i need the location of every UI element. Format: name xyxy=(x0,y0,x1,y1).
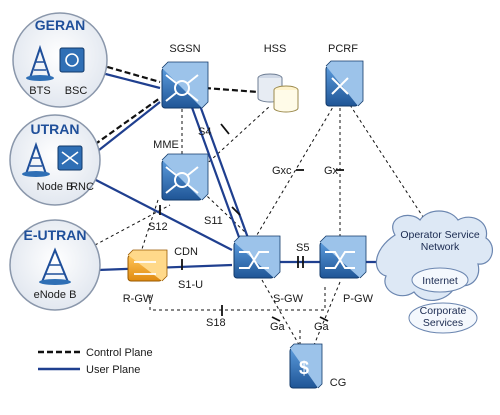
mme-label: MME xyxy=(153,139,179,151)
rnc-icon xyxy=(57,145,83,171)
sgsn-label: SGSN xyxy=(169,43,200,55)
link-mme-hss-control xyxy=(199,105,271,171)
cg-node: $ CG xyxy=(289,343,347,389)
rnc-label: RNC xyxy=(70,181,94,193)
link-sgw-pcrf-gxc xyxy=(247,106,334,251)
link-utran-sgw-user xyxy=(91,177,233,251)
operator-cloud: Operator Service Network Internet Corpor… xyxy=(375,210,494,334)
sgsn-node: SGSN xyxy=(161,43,209,109)
tick-ga-pgw xyxy=(319,316,329,322)
sgw-label: S-GW xyxy=(273,293,304,305)
tick-s11 xyxy=(231,206,241,216)
s1u-label: S1-U xyxy=(178,279,203,291)
rgw-node: R-GW CDN xyxy=(123,246,198,305)
nodeb-rnc-label: Node B xyxy=(37,181,74,193)
link-sgsn-sgw-user xyxy=(188,101,242,241)
s5-label: S5 xyxy=(296,242,309,254)
enodeb-icon xyxy=(39,247,71,285)
utran-group: UTRAN Node B RNC xyxy=(9,114,101,206)
enodeb-label: eNode B xyxy=(34,289,77,301)
rgw-label: R-GW xyxy=(123,293,154,305)
mme-node: MME xyxy=(153,139,209,201)
utran-title: UTRAN xyxy=(31,121,80,137)
interface-labels: S4 S11 S12 S1-U S5 S18 Gxc Gx Ga Ga xyxy=(148,126,339,333)
bsc-label: BSC xyxy=(65,85,88,97)
cg-label: CG xyxy=(330,377,347,389)
utran-circle xyxy=(9,114,101,206)
hss-node: HSS xyxy=(257,43,299,113)
hss-label: HSS xyxy=(264,43,287,55)
corporate-label-line1: Corporate xyxy=(420,305,467,317)
nodeb-icon xyxy=(22,141,50,177)
pcrf-node: PCRF xyxy=(325,43,364,107)
bts-label: BTS xyxy=(29,85,50,97)
geran-title: GERAN xyxy=(35,17,86,33)
s18-label: S18 xyxy=(206,317,226,329)
operator-label-line1: Operator Service xyxy=(400,229,480,241)
eutran-title: E-UTRAN xyxy=(24,227,87,243)
pgw-label: P-GW xyxy=(343,293,374,305)
dollar-icon: $ xyxy=(299,358,309,378)
pcrf-label: PCRF xyxy=(328,43,358,55)
link-pcrf-operator xyxy=(349,104,426,221)
link-rgw-pgw-s18 xyxy=(149,285,326,311)
legend: Control Plane User Plane xyxy=(38,347,153,376)
corporate-bubble xyxy=(408,302,478,334)
ga-sgw-label: Ga xyxy=(270,321,286,333)
link-mme-rgw xyxy=(139,199,159,256)
link-pgw-cg-ga xyxy=(311,281,341,351)
pgw-node: P-GW xyxy=(319,235,374,305)
eutran-group: E-UTRAN eNode B xyxy=(9,219,101,311)
legend-user-label: User Plane xyxy=(86,364,140,376)
bts-icon xyxy=(26,44,54,81)
s11-label: S11 xyxy=(204,215,223,227)
geran-group: GERAN BTS BSC xyxy=(12,12,108,108)
link-eutran-mme-control xyxy=(94,204,171,246)
gxc-label: Gxc xyxy=(272,165,292,177)
corporate-label-line2: Services xyxy=(423,317,463,329)
link-sgsn-hss-control xyxy=(204,86,259,94)
s12-label: S12 xyxy=(148,221,168,233)
internet-label: Internet xyxy=(422,275,458,287)
tick-s4 xyxy=(220,123,230,135)
link-sgw-cg-ga xyxy=(261,279,303,351)
database-icon xyxy=(257,73,299,113)
tick-ga-sgw xyxy=(271,316,281,322)
sgw-node: S-GW xyxy=(233,235,304,305)
gx-label: Gx xyxy=(324,165,339,177)
ga-pgw-label: Ga xyxy=(314,321,330,333)
operator-label-line2: Network xyxy=(421,241,460,253)
links xyxy=(79,60,426,351)
s4-label: S4 xyxy=(198,126,211,138)
cdn-label: CDN xyxy=(174,246,198,258)
bsc-icon xyxy=(59,47,85,73)
link-utran-sgsn-control xyxy=(79,97,161,156)
internet-bubble xyxy=(411,267,469,293)
legend-control-label: Control Plane xyxy=(86,347,153,359)
